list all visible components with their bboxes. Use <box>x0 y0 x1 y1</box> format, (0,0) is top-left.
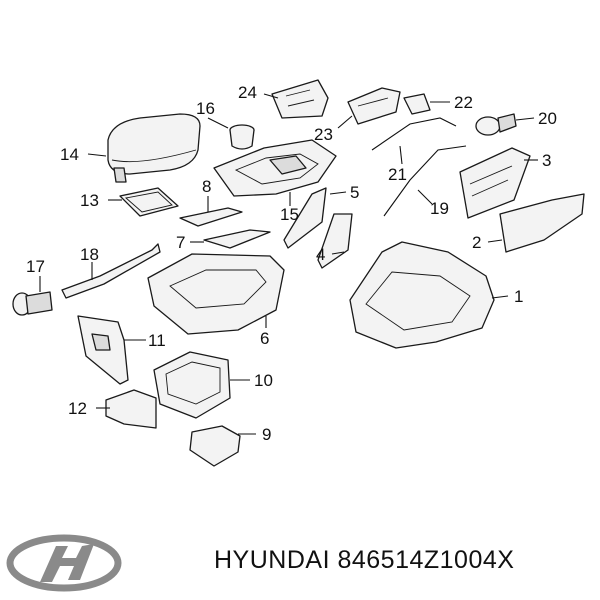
part-18-rail <box>61 243 161 299</box>
part-19-cable <box>383 145 467 217</box>
callout-3: 3 <box>542 151 551 170</box>
part-11-front-panel <box>77 315 129 385</box>
callout-8: 8 <box>202 177 211 196</box>
callout-18: 18 <box>80 245 99 264</box>
callout-20: 20 <box>538 109 557 128</box>
part-8-trim <box>179 207 243 227</box>
part-number-caption: HYUNDAI 846514Z1004X <box>214 546 515 574</box>
callout-16: 16 <box>196 99 215 118</box>
callout-10: 10 <box>254 371 273 390</box>
callout-9: 9 <box>262 425 271 444</box>
callout-6: 6 <box>260 329 269 348</box>
part-21-cable <box>371 117 457 151</box>
part-3-side-panel <box>459 147 531 219</box>
callout-11: 11 <box>148 331 166 350</box>
callout-21: 21 <box>388 165 407 184</box>
callout-4: 4 <box>316 245 325 264</box>
part-9-bracket <box>189 425 241 467</box>
callout-19: 19 <box>430 199 449 218</box>
callout-17: 17 <box>26 257 45 276</box>
callout-12: 12 <box>68 399 87 418</box>
part-15-upper-console <box>213 139 337 197</box>
hyundai-logo-icon <box>6 534 122 592</box>
part-1-console-base <box>349 241 495 349</box>
callout-22: 22 <box>454 93 473 112</box>
part-7-trim <box>203 229 271 249</box>
part-12-bracket <box>105 389 157 429</box>
part-24-switch <box>271 79 329 119</box>
part-10-bin <box>153 351 231 419</box>
leader-lines <box>39 93 538 435</box>
callout-13: 13 <box>80 191 99 210</box>
callout-7: 7 <box>176 233 185 252</box>
callout-15: 15 <box>280 205 299 224</box>
callout-5: 5 <box>350 183 359 202</box>
callout-14: 14 <box>60 145 79 164</box>
callout-23: 23 <box>314 125 333 144</box>
part-6-main-housing <box>147 253 285 335</box>
part-5-trim <box>283 187 327 249</box>
part-14-armrest <box>107 113 201 183</box>
part-13-tray <box>119 187 179 217</box>
part-22-bezel <box>403 93 431 115</box>
part-2-side-panel <box>499 193 585 253</box>
callout-1: 1 <box>514 287 523 306</box>
callout-2: 2 <box>472 233 481 252</box>
part-23-switch <box>347 87 401 125</box>
part-16-cup <box>229 124 255 150</box>
part-17-plug <box>12 291 53 316</box>
part-20-socket <box>475 113 517 136</box>
part-4-trim <box>317 213 353 269</box>
callout-24: 24 <box>238 83 257 102</box>
callout-labels: 1 2 3 4 5 6 7 8 9 10 11 12 13 14 15 16 1… <box>26 83 557 444</box>
exploded-parts-diagram: 1 2 3 4 5 6 7 8 9 10 11 12 13 14 15 16 1… <box>12 79 585 467</box>
